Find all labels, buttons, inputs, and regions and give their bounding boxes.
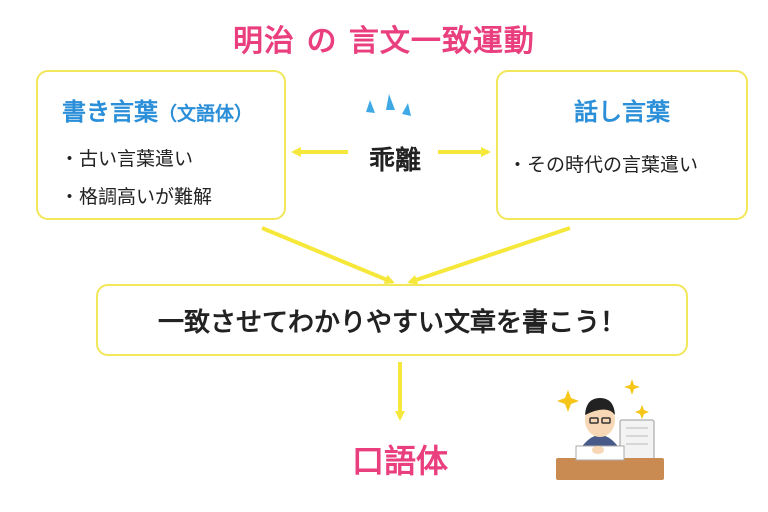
spoken-language-box <box>496 70 748 220</box>
written-language-item: ・古い言葉遣い <box>60 148 194 170</box>
goal-box <box>96 284 688 356</box>
arrow-left-to-center <box>261 226 395 284</box>
page-title: 明治 の 言文一致運動 <box>233 24 535 59</box>
divergence-label: 乖離 <box>368 146 421 176</box>
spoken-language-heading: 話し言葉 <box>574 98 670 126</box>
goal-text: 一致させてわかりやすい文章を書こう！ <box>157 308 626 338</box>
written-language-heading-main: 書き言葉 <box>62 98 158 126</box>
burst-lines <box>366 94 411 116</box>
written-language-box <box>36 70 286 220</box>
spoken-language-item: ・その時代の言葉遣い <box>508 154 699 176</box>
written-language-heading: 書き言葉（文語体） <box>62 92 253 127</box>
arrow-right-to-center <box>407 226 571 285</box>
written-language-heading-sub: （文語体） <box>158 103 254 125</box>
written-language-item: ・格調高いが難解 <box>60 186 213 208</box>
writing-person-illustration <box>556 379 664 480</box>
result-label: 口語体 <box>351 442 448 480</box>
